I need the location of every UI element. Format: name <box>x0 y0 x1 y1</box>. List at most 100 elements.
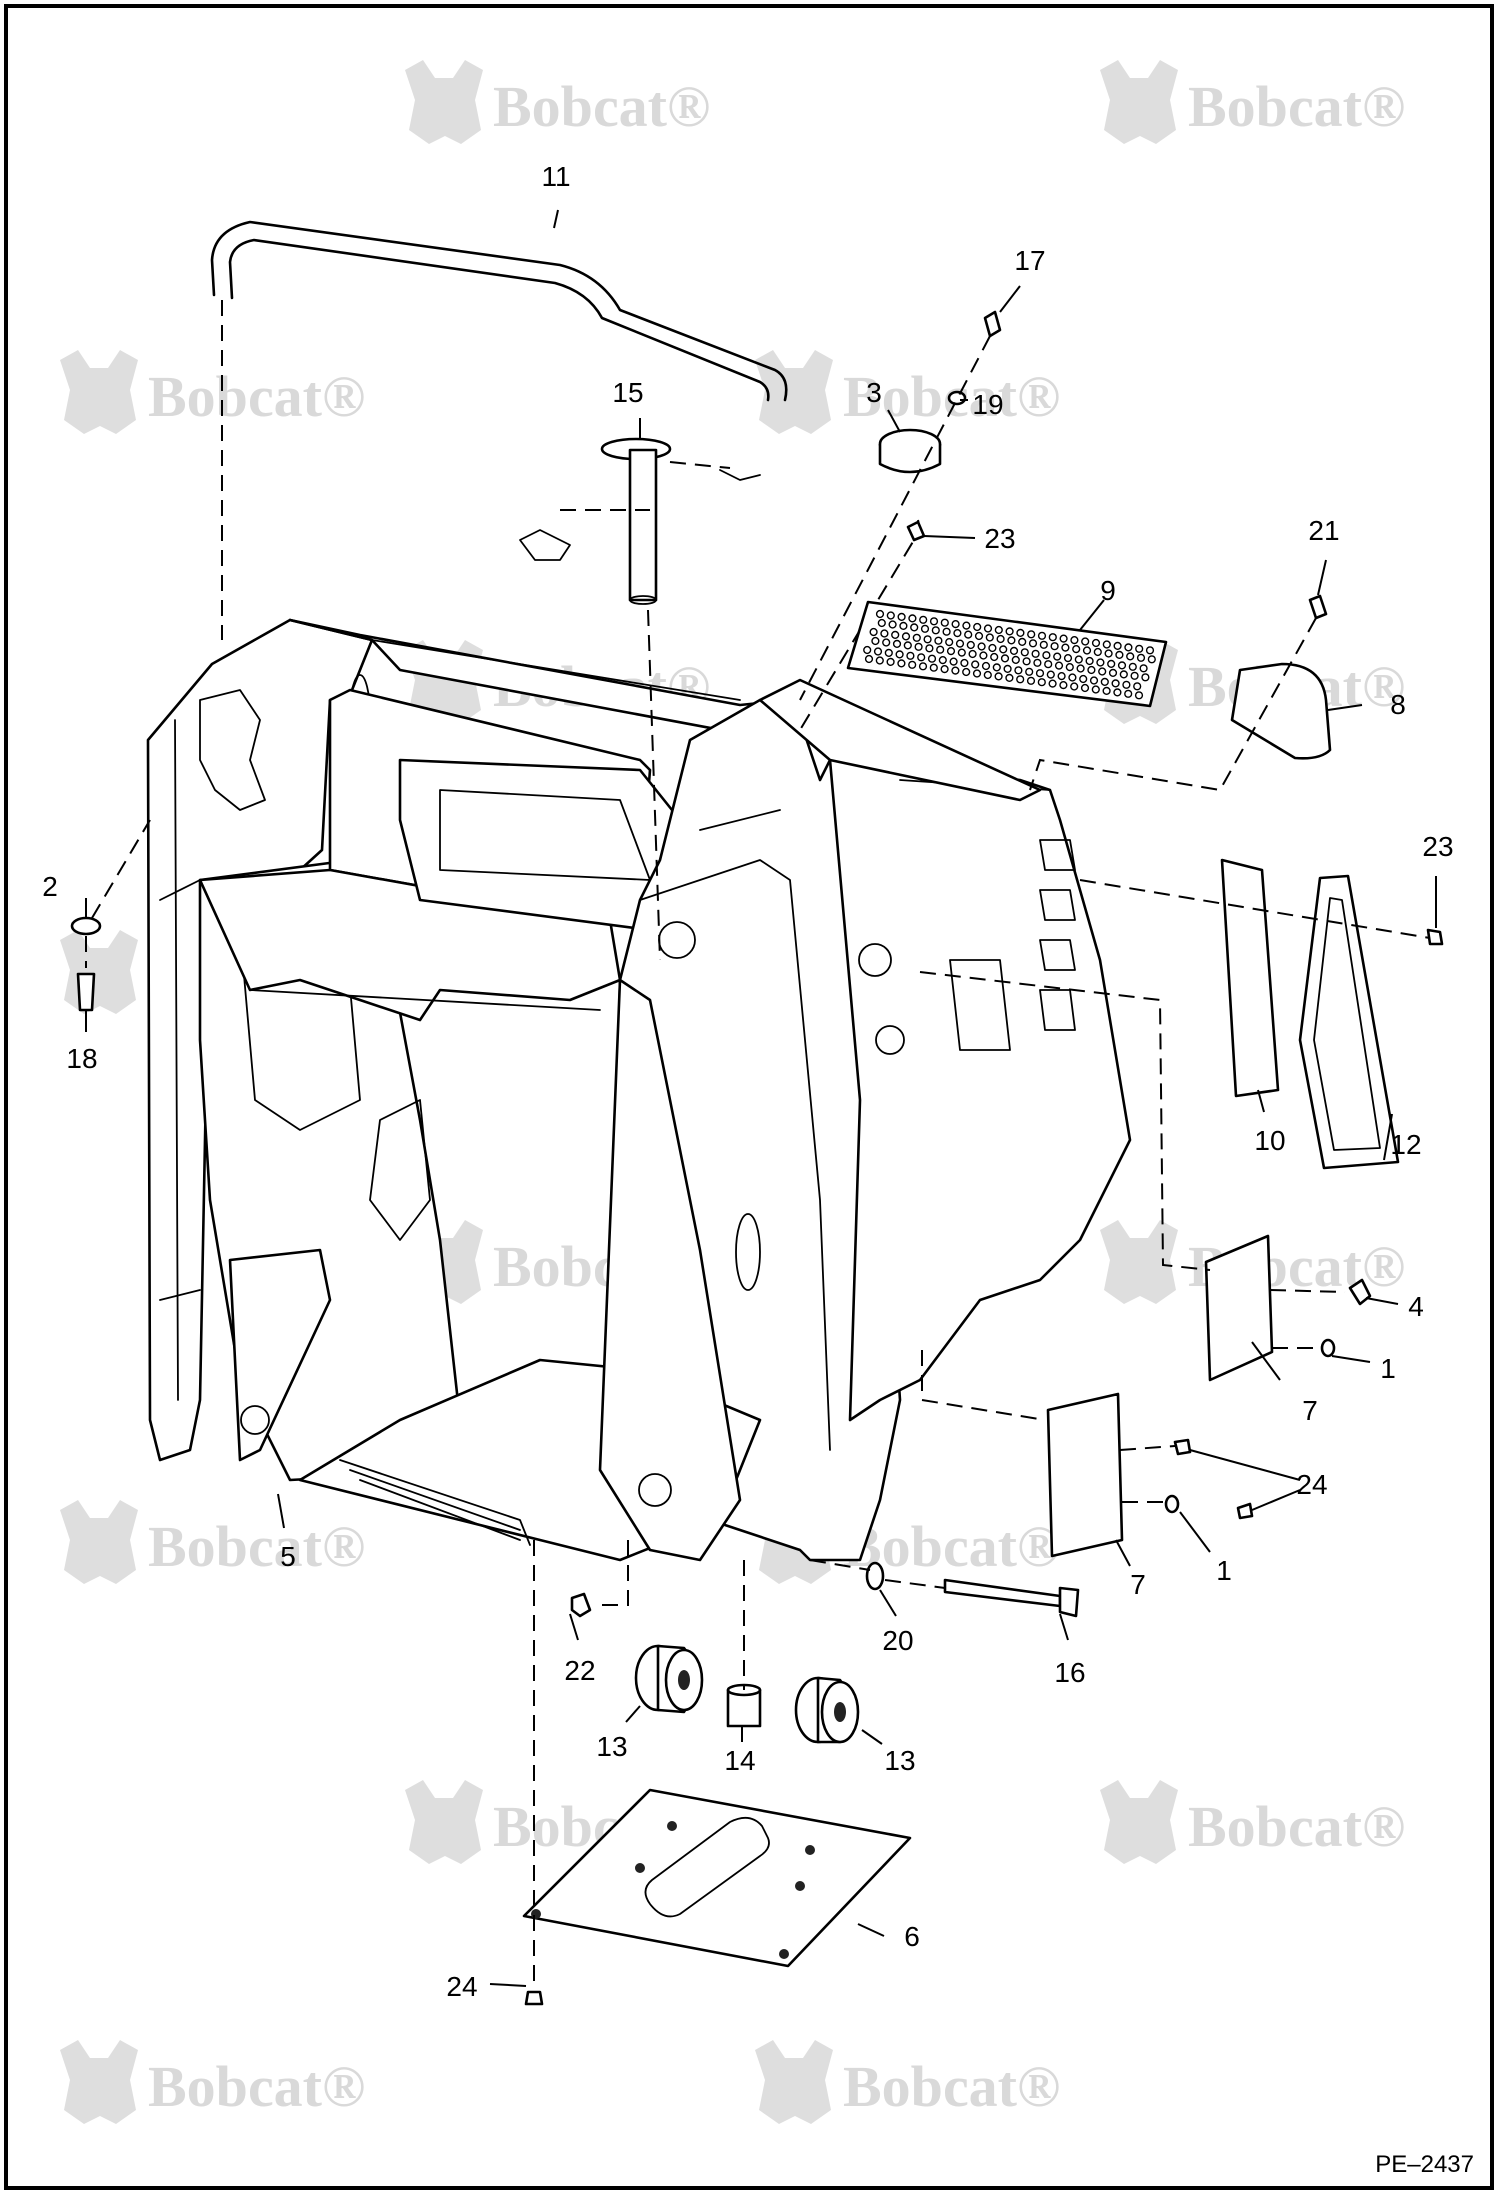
watermark-logo: Bobcat® <box>755 350 1060 434</box>
grille-hole <box>1003 664 1012 674</box>
grille-hole <box>971 660 980 669</box>
grille-hole <box>1119 670 1128 679</box>
handle-bar <box>210 220 788 402</box>
grille-hole <box>875 656 884 665</box>
callout-6: 6 <box>904 1921 920 1952</box>
grille-hole <box>1134 691 1144 700</box>
grille-hole <box>968 649 977 659</box>
grille-hole <box>992 663 1001 672</box>
grille-hole <box>1074 655 1083 664</box>
grille-hole <box>1044 660 1053 669</box>
grille-hole <box>951 619 960 629</box>
grille-hole <box>1022 657 1031 666</box>
grille-hole <box>960 658 969 668</box>
grille-hole <box>1115 650 1124 660</box>
grille-hole <box>1141 673 1150 682</box>
grille-hole <box>864 654 874 664</box>
grille-hole <box>891 630 900 640</box>
grille-hole <box>1102 686 1111 696</box>
grille-hole <box>1124 689 1133 698</box>
grille-hole <box>938 655 947 665</box>
grille-hole <box>1065 662 1074 672</box>
callout-14: 14 <box>724 1745 755 1776</box>
callout-4: 4 <box>1408 1291 1424 1322</box>
grille-hole <box>1126 652 1135 661</box>
grille-hole <box>951 666 960 675</box>
grille-hole <box>918 662 928 671</box>
grille-hole <box>919 615 928 624</box>
grille-hole <box>940 664 949 674</box>
svg-text:Bobcat®: Bobcat® <box>1188 74 1405 139</box>
grille-hole <box>1100 677 1109 687</box>
grille-hole <box>1124 643 1133 652</box>
callout-23-right: 23 <box>1422 831 1453 862</box>
grille-hole <box>1054 661 1064 670</box>
leader-lines <box>85 209 1437 1987</box>
grille-hole <box>897 659 906 668</box>
grille-hole <box>1117 661 1127 670</box>
svg-text:Bobcat®: Bobcat® <box>1188 1794 1405 1859</box>
callout-8: 8 <box>1390 689 1406 720</box>
main-frame <box>146 618 1132 1562</box>
grille-hole <box>1007 636 1016 645</box>
grille-hole <box>1082 646 1092 655</box>
grille-hole <box>1068 673 1077 682</box>
callout-7-upper: 7 <box>1302 1395 1318 1426</box>
svg-text:Bobcat®: Bobcat® <box>493 74 710 139</box>
grille-hole <box>1091 638 1101 648</box>
callout-17: 17 <box>1014 245 1045 276</box>
grille-hole <box>1005 627 1014 636</box>
grille-hole <box>1147 655 1156 664</box>
grille-hole <box>979 651 988 660</box>
grille-hole <box>1005 673 1014 683</box>
grille-hole <box>895 650 904 659</box>
grille-hole <box>1113 688 1122 697</box>
grille-hole <box>972 669 982 678</box>
callout-10: 10 <box>1254 1125 1285 1156</box>
grille-hole <box>1139 664 1148 673</box>
grille-hole <box>940 618 949 627</box>
callout-1-lower: 1 <box>1216 1555 1232 1586</box>
watermark-logo: Bobcat® <box>1100 60 1405 144</box>
grille-hole <box>899 621 908 631</box>
watermark-logo: Bobcat® <box>60 1500 365 1584</box>
svg-text:Bobcat®: Bobcat® <box>148 1514 365 1579</box>
grille-hole <box>983 670 992 680</box>
grille-hole <box>957 648 966 657</box>
grille-hole <box>903 641 912 650</box>
grille-hole <box>886 611 895 620</box>
callout-16: 16 <box>1054 1657 1085 1688</box>
grille-hole <box>920 624 930 633</box>
grille-hole <box>1072 644 1081 654</box>
grille-hole <box>1046 670 1055 679</box>
grille-hole <box>1111 679 1120 688</box>
bottom-plate <box>522 1788 912 1968</box>
grille-hole <box>1009 646 1019 656</box>
grille-hole <box>981 661 991 671</box>
callout-7-lower: 7 <box>1130 1569 1146 1600</box>
callout-1-upper: 1 <box>1380 1353 1396 1384</box>
callout-9: 9 <box>1100 575 1116 606</box>
grille <box>846 600 1168 708</box>
callout-12: 12 <box>1390 1129 1421 1160</box>
grille-hole <box>869 627 878 637</box>
grille-hole <box>923 635 932 644</box>
callout-21: 21 <box>1308 515 1339 546</box>
grille-hole <box>1037 631 1047 640</box>
callout-20: 20 <box>882 1625 913 1656</box>
grille-hole <box>1048 633 1057 642</box>
grille-hole <box>884 648 893 658</box>
grille-hole <box>953 628 962 638</box>
grille-hole <box>985 633 994 642</box>
grille-hole <box>886 657 895 667</box>
grille-hole <box>1070 682 1079 691</box>
grille-hole <box>1089 676 1099 685</box>
grille-hole <box>882 638 891 647</box>
grille-hole <box>1025 667 1034 676</box>
callout-22: 22 <box>564 1655 595 1686</box>
grille-hole <box>1026 676 1036 685</box>
drawing-border <box>4 4 1494 2190</box>
grille-hole <box>1093 647 1102 657</box>
grille-hole <box>880 629 889 638</box>
